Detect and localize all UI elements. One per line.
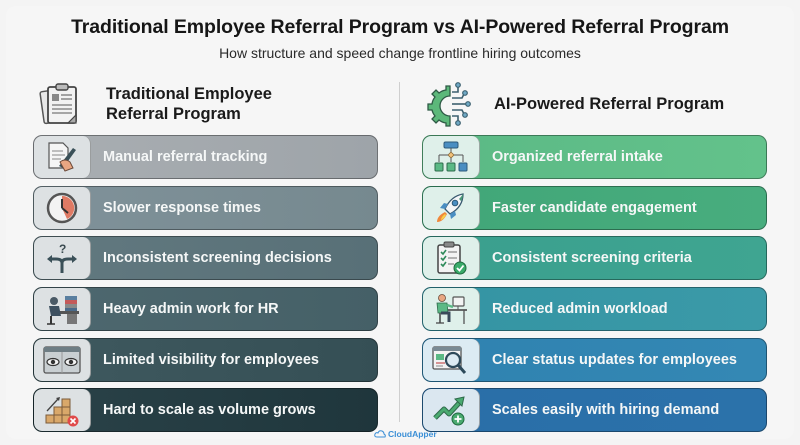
traditional-item-manual-tracking: Manual referral tracking — [33, 135, 378, 179]
svg-text:?: ? — [59, 242, 66, 256]
page-title: Traditional Employee Referral Program vs… — [71, 16, 729, 38]
checklist-clipboard-icon — [437, 241, 467, 275]
clipboard-documents-icon — [39, 83, 77, 125]
traditional-item-hard-to-scale: Hard to scale as volume grows — [33, 388, 378, 432]
item-label: Reduced admin workload — [492, 301, 668, 317]
item-label: Scales easily with hiring demand — [492, 402, 720, 418]
clock-icon — [46, 192, 78, 224]
ai-item-consistent-screening: Consistent screening criteria — [422, 236, 767, 280]
flowchart-icon — [434, 141, 468, 172]
traditional-item-heavy-admin: Heavy admin work for HR — [33, 287, 378, 331]
ai-item-reduced-admin: Reduced admin workload — [422, 287, 767, 331]
item-label: Heavy admin work for HR — [103, 301, 279, 317]
ai-item-faster-engagement: Faster candidate engagement — [422, 186, 767, 230]
item-label: Clear status updates for employees — [492, 352, 737, 368]
item-label: Manual referral tracking — [103, 149, 268, 165]
traditional-item-limited-visibility: Limited visibility for employees — [33, 338, 378, 382]
ai-gear-circuit-icon — [427, 82, 471, 127]
item-label: Hard to scale as volume grows — [103, 402, 316, 418]
rocket-icon — [437, 193, 464, 222]
ai-heading: AI-Powered Referral Program — [494, 95, 725, 113]
item-label: Limited visibility for employees — [103, 352, 319, 368]
hand-writing-document-icon — [48, 142, 76, 172]
item-label: Organized referral intake — [492, 149, 663, 165]
page-subtitle: How structure and speed change frontline… — [219, 45, 581, 61]
traditional-column-header: Traditional Employee Referral Program — [38, 80, 296, 128]
column-divider — [399, 82, 400, 422]
growth-arrow-plus-icon — [433, 396, 465, 426]
brand-logo: CloudApper — [374, 429, 437, 439]
item-label: Consistent screening criteria — [492, 250, 692, 266]
brand-name: CloudApper — [388, 429, 437, 439]
dashboard-magnifier-icon — [432, 346, 467, 374]
stressed-worker-desk-icon — [47, 296, 79, 325]
item-label: Slower response times — [103, 200, 261, 216]
item-label: Faster candidate engagement — [492, 200, 697, 216]
cloud-icon — [374, 430, 386, 438]
traditional-item-inconsistent-screening: ? Inconsistent screening decisions — [33, 236, 378, 280]
ai-item-organized-intake: Organized referral intake — [422, 135, 767, 179]
item-label: Inconsistent screening decisions — [103, 250, 332, 266]
traditional-heading: Traditional Employee Referral Program — [106, 85, 272, 123]
split-arrows-question-icon: ? — [47, 242, 77, 273]
stacked-boxes-error-icon — [45, 397, 79, 427]
eyes-window-icon — [43, 346, 81, 374]
ai-column-header: AI-Powered Referral Program — [426, 80, 724, 128]
relaxed-worker-computer-icon — [436, 294, 467, 324]
ai-item-scales-easily: Scales easily with hiring demand — [422, 388, 767, 432]
traditional-item-slower-response: Slower response times — [33, 186, 378, 230]
ai-item-clear-status: Clear status updates for employees — [422, 338, 767, 382]
